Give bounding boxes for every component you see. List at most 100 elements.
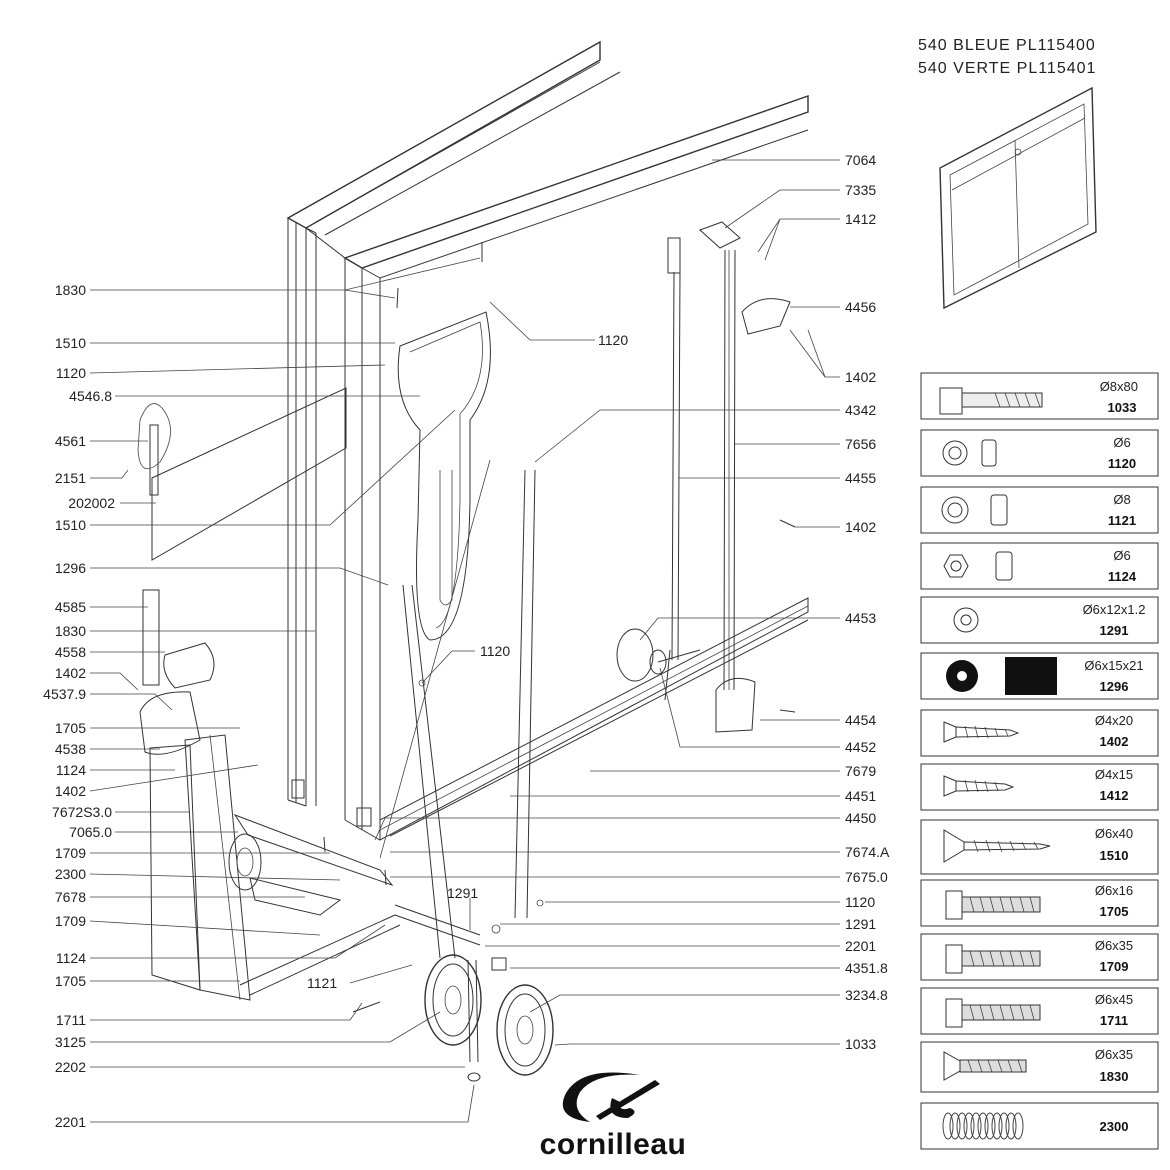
- part-label: 1412: [845, 211, 876, 227]
- part-label: 4561: [55, 433, 86, 449]
- part-label: 3125: [55, 1034, 86, 1050]
- part-label: 2151: [55, 470, 86, 486]
- hex-bolt-icon: [945, 998, 1041, 1028]
- hardware-size: Ø6x16: [1095, 883, 1133, 898]
- part-label: 1124: [56, 950, 86, 966]
- part-label: 4342: [845, 402, 876, 418]
- hardware-box-1830: Ø6x35 1830: [920, 1041, 1159, 1093]
- part-label: 1402: [845, 519, 876, 535]
- part-label: 2300: [55, 866, 86, 882]
- hardware-size: Ø6: [1113, 435, 1130, 450]
- hardware-code: 1705: [1100, 904, 1129, 919]
- hardware-code: 1510: [1100, 848, 1129, 863]
- part-label: 7335: [845, 182, 876, 198]
- hardware-box-1709: Ø6x35 1709: [920, 933, 1159, 981]
- black-washer-icon: [946, 657, 1057, 695]
- washer-icon: [953, 607, 979, 633]
- nut-washer-icon: [942, 439, 997, 467]
- part-label: 4455: [845, 470, 876, 486]
- hardware-box-1510: Ø6x40 1510: [920, 819, 1159, 875]
- part-label: 1709: [55, 845, 86, 861]
- hardware-box-1296: Ø6x15x21 1296: [920, 652, 1159, 700]
- part-label: 4585: [55, 599, 86, 615]
- hex-bolt-icon: [945, 944, 1041, 974]
- hardware-legend: Ø8x80 1033 Ø6 1120 Ø8 1121: [920, 372, 1159, 1150]
- hardware-size: Ø6x35: [1095, 938, 1133, 953]
- table-half-drawing: [137, 40, 809, 1082]
- hardware-code: 1402: [1100, 734, 1129, 749]
- part-label: 4456: [845, 299, 876, 315]
- hardware-box-1711: Ø6x45 1711: [920, 987, 1159, 1035]
- part-label: 1120: [598, 332, 628, 348]
- hardware-box-1705: Ø6x16 1705: [920, 879, 1159, 927]
- leader-lines-left: [89, 257, 481, 1123]
- hardware-box-1120: Ø6 1120: [920, 429, 1159, 477]
- hardware-code: 1291: [1100, 623, 1129, 638]
- part-label: 1709: [55, 913, 86, 929]
- nut-washer-icon: [941, 494, 1008, 526]
- part-label: 202002: [68, 495, 115, 511]
- hardware-size: Ø4x20: [1095, 713, 1133, 728]
- hardware-box-1402: Ø4x20 1402: [920, 709, 1159, 757]
- hardware-size: Ø6x40: [1095, 826, 1133, 841]
- part-label: 4538: [55, 741, 86, 757]
- part-label: 4546.8: [69, 388, 112, 404]
- part-label: 4453: [845, 610, 876, 626]
- part-label: 4351.8: [845, 960, 888, 976]
- hardware-box-1033: Ø8x80 1033: [920, 372, 1159, 420]
- cornilleau-logo: cornilleau: [540, 1072, 687, 1161]
- part-label: 1510: [55, 517, 86, 533]
- wood-screw-icon: [943, 775, 1015, 797]
- part-label: 1711: [56, 1012, 86, 1028]
- part-label: 7672S3.0: [52, 804, 112, 820]
- hardware-box-1124: Ø6 1124: [920, 542, 1159, 590]
- hardware-size: Ø6x15x21: [1084, 658, 1143, 673]
- hardware-size: Ø8: [1113, 492, 1130, 507]
- part-label: 3234.8: [845, 987, 888, 1003]
- hardware-code: 1296: [1100, 679, 1129, 694]
- part-label: 4451: [845, 788, 876, 804]
- part-label: 2201: [55, 1114, 86, 1130]
- countersunk-screw-icon: [943, 829, 1051, 863]
- part-label: 4450: [845, 810, 876, 826]
- bolt-long-icon: [939, 387, 1043, 415]
- hardware-code: 1120: [1108, 456, 1136, 471]
- part-label: 1510: [55, 335, 86, 351]
- part-label: 1830: [55, 282, 86, 298]
- part-label: 7679: [845, 763, 876, 779]
- part-label: 1120: [845, 894, 875, 910]
- part-label: 1124: [56, 762, 86, 778]
- hardware-box-1121: Ø8 1121: [920, 486, 1159, 534]
- hardware-code: 1121: [1108, 513, 1136, 528]
- part-label: 1705: [55, 720, 86, 736]
- part-label: 7656: [845, 436, 876, 452]
- part-label: 1830: [55, 623, 86, 639]
- hardware-size: Ø6: [1113, 548, 1130, 563]
- hardware-size: Ø6x12x1.2: [1083, 602, 1146, 617]
- part-label: 1402: [55, 665, 86, 681]
- part-label: 7675.0: [845, 869, 888, 885]
- hardware-code: 1709: [1100, 959, 1129, 974]
- table-top-thumbnail: [939, 86, 1097, 310]
- hardware-code: 1033: [1108, 400, 1137, 415]
- part-label: 2202: [55, 1059, 86, 1075]
- hardware-size: Ø8x80: [1100, 379, 1138, 394]
- wood-screw-icon: [943, 721, 1020, 743]
- right-part-labels: 7064 7335 1412 4456 1402 4342 7656 4455 …: [845, 152, 890, 1052]
- part-label: 1120: [480, 643, 510, 659]
- part-label: 1291: [447, 885, 478, 901]
- brand-name: cornilleau: [540, 1128, 687, 1161]
- inner-part-labels: 1120 1120 1291 1121: [307, 332, 628, 991]
- hardware-size: Ø6x45: [1095, 992, 1133, 1007]
- part-label: 4537.9: [43, 686, 86, 702]
- hex-nut-icon: [943, 551, 1013, 581]
- left-part-labels: 1830 1510 1120 4546.8 4561 2151 202002 1…: [43, 282, 115, 1130]
- hardware-code: 1412: [1100, 788, 1129, 803]
- hardware-code: 2300: [1100, 1119, 1129, 1134]
- part-label: 4452: [845, 739, 876, 755]
- part-label: 7065.0: [69, 824, 112, 840]
- hardware-size: Ø4x15: [1095, 767, 1133, 782]
- countersunk-bolt-icon: [943, 1051, 1027, 1081]
- hardware-box-1291: Ø6x12x1.2 1291: [920, 596, 1159, 644]
- part-label: 1705: [55, 973, 86, 989]
